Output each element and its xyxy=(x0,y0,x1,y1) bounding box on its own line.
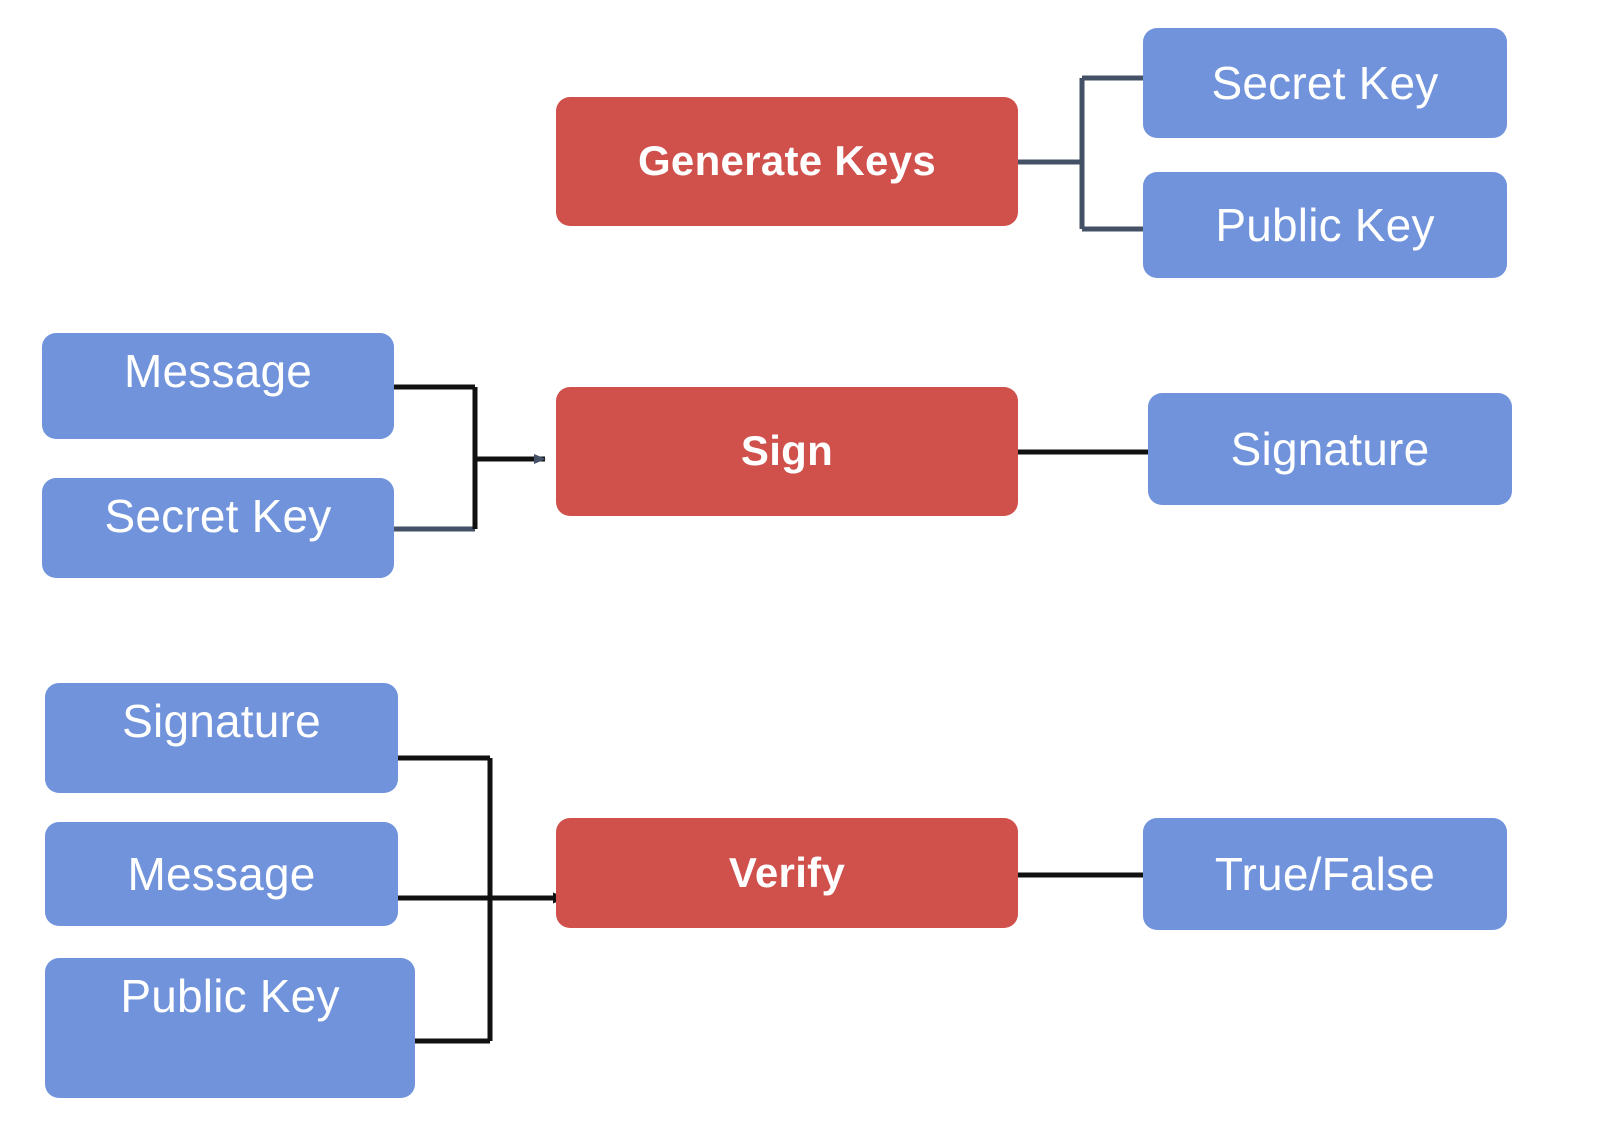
data-label-verify-output-truefalse: True/False xyxy=(1214,847,1436,900)
data-box-verify-input-message[interactable]: Message xyxy=(45,822,398,926)
data-label-secret-key-output: Secret Key xyxy=(1211,56,1439,109)
data-box-secret-key-output[interactable]: Secret Key xyxy=(1143,28,1507,138)
data-box-sign-input-secret-key[interactable]: Secret Key xyxy=(42,478,394,578)
data-label-sign-input-message: Message xyxy=(123,345,313,397)
operation-label-generate-keys: Generate Keys xyxy=(637,137,937,185)
data-label-public-key-output: Public Key xyxy=(1215,198,1435,251)
data-box-sign-input-message[interactable]: Message xyxy=(42,333,394,439)
operation-box-verify[interactable]: Verify xyxy=(556,818,1018,928)
data-box-verify-input-public-key[interactable]: Public Key xyxy=(45,958,415,1098)
data-box-public-key-output[interactable]: Public Key xyxy=(1143,172,1507,278)
data-label-verify-input-public-key: Public Key xyxy=(120,970,340,1022)
data-label-verify-input-message: Message xyxy=(127,847,316,900)
data-box-verify-input-signature[interactable]: Signature xyxy=(45,683,398,793)
edge-sign-inputs xyxy=(394,384,546,532)
operation-box-sign[interactable]: Sign xyxy=(556,387,1018,516)
edge-verify-inputs xyxy=(398,755,566,1044)
operation-label-verify: Verify xyxy=(728,848,846,896)
data-label-verify-input-signature: Signature xyxy=(122,695,321,747)
operation-box-generate-keys[interactable]: Generate Keys xyxy=(556,97,1018,226)
data-box-verify-output-truefalse[interactable]: True/False xyxy=(1143,818,1507,930)
data-box-sign-output-signature[interactable]: Signature xyxy=(1148,393,1512,505)
data-label-sign-output-signature: Signature xyxy=(1230,422,1430,475)
data-label-sign-input-secret-key: Secret Key xyxy=(104,490,332,542)
operation-label-sign: Sign xyxy=(740,427,834,475)
